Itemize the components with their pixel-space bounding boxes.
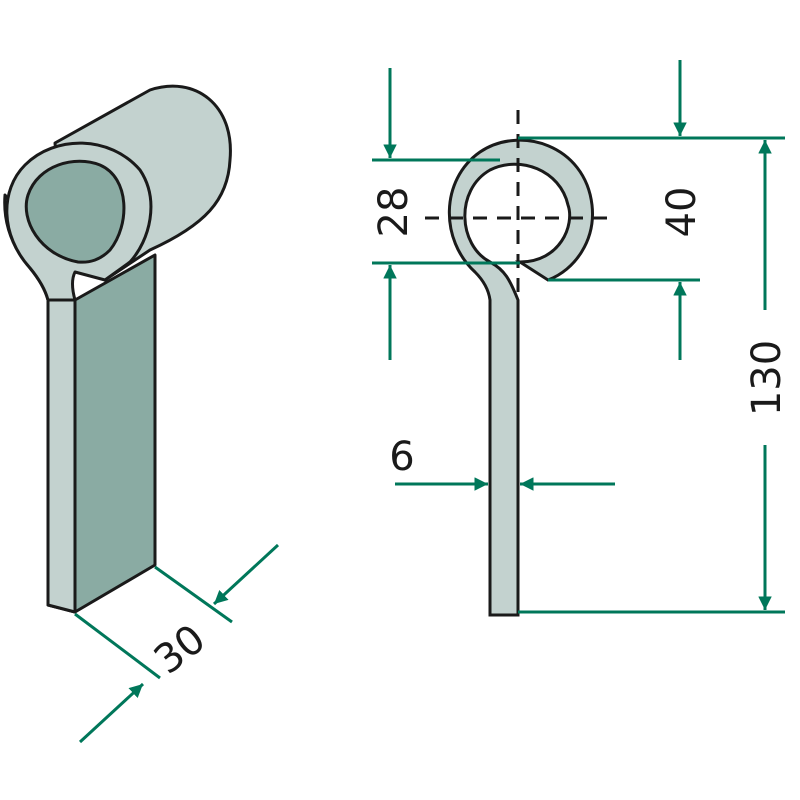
plate-front-lower — [46, 298, 77, 614]
thickness-label: 6 — [389, 434, 414, 480]
eye-ring — [447, 138, 594, 617]
dimension-lines — [74, 60, 785, 744]
total-length-label: 130 — [744, 340, 790, 416]
outer-diameter-label: 40 — [659, 187, 705, 238]
inner-diameter-label: 28 — [371, 187, 417, 238]
center-lines — [425, 110, 615, 300]
eye-hole — [24, 159, 126, 264]
isometric-view — [3, 84, 232, 614]
plate-side-face — [73, 253, 157, 614]
side-view — [425, 110, 615, 617]
